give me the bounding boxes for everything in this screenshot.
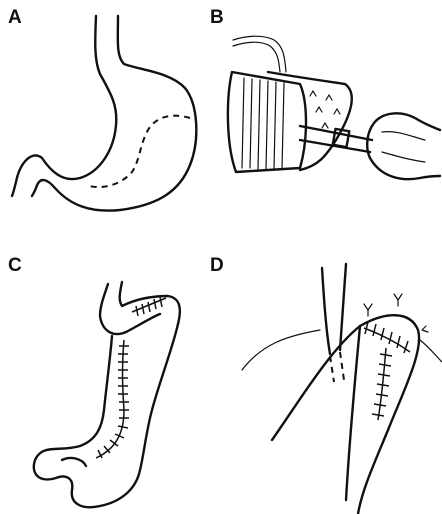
oversewn-staple-line-closeup-icon bbox=[242, 264, 442, 514]
laparoscopic-stapler-on-stomach-icon bbox=[228, 36, 440, 179]
stomach-with-dashed-resection-line-icon bbox=[12, 16, 196, 211]
sleeve-stomach-with-staple-line-icon bbox=[34, 282, 180, 507]
